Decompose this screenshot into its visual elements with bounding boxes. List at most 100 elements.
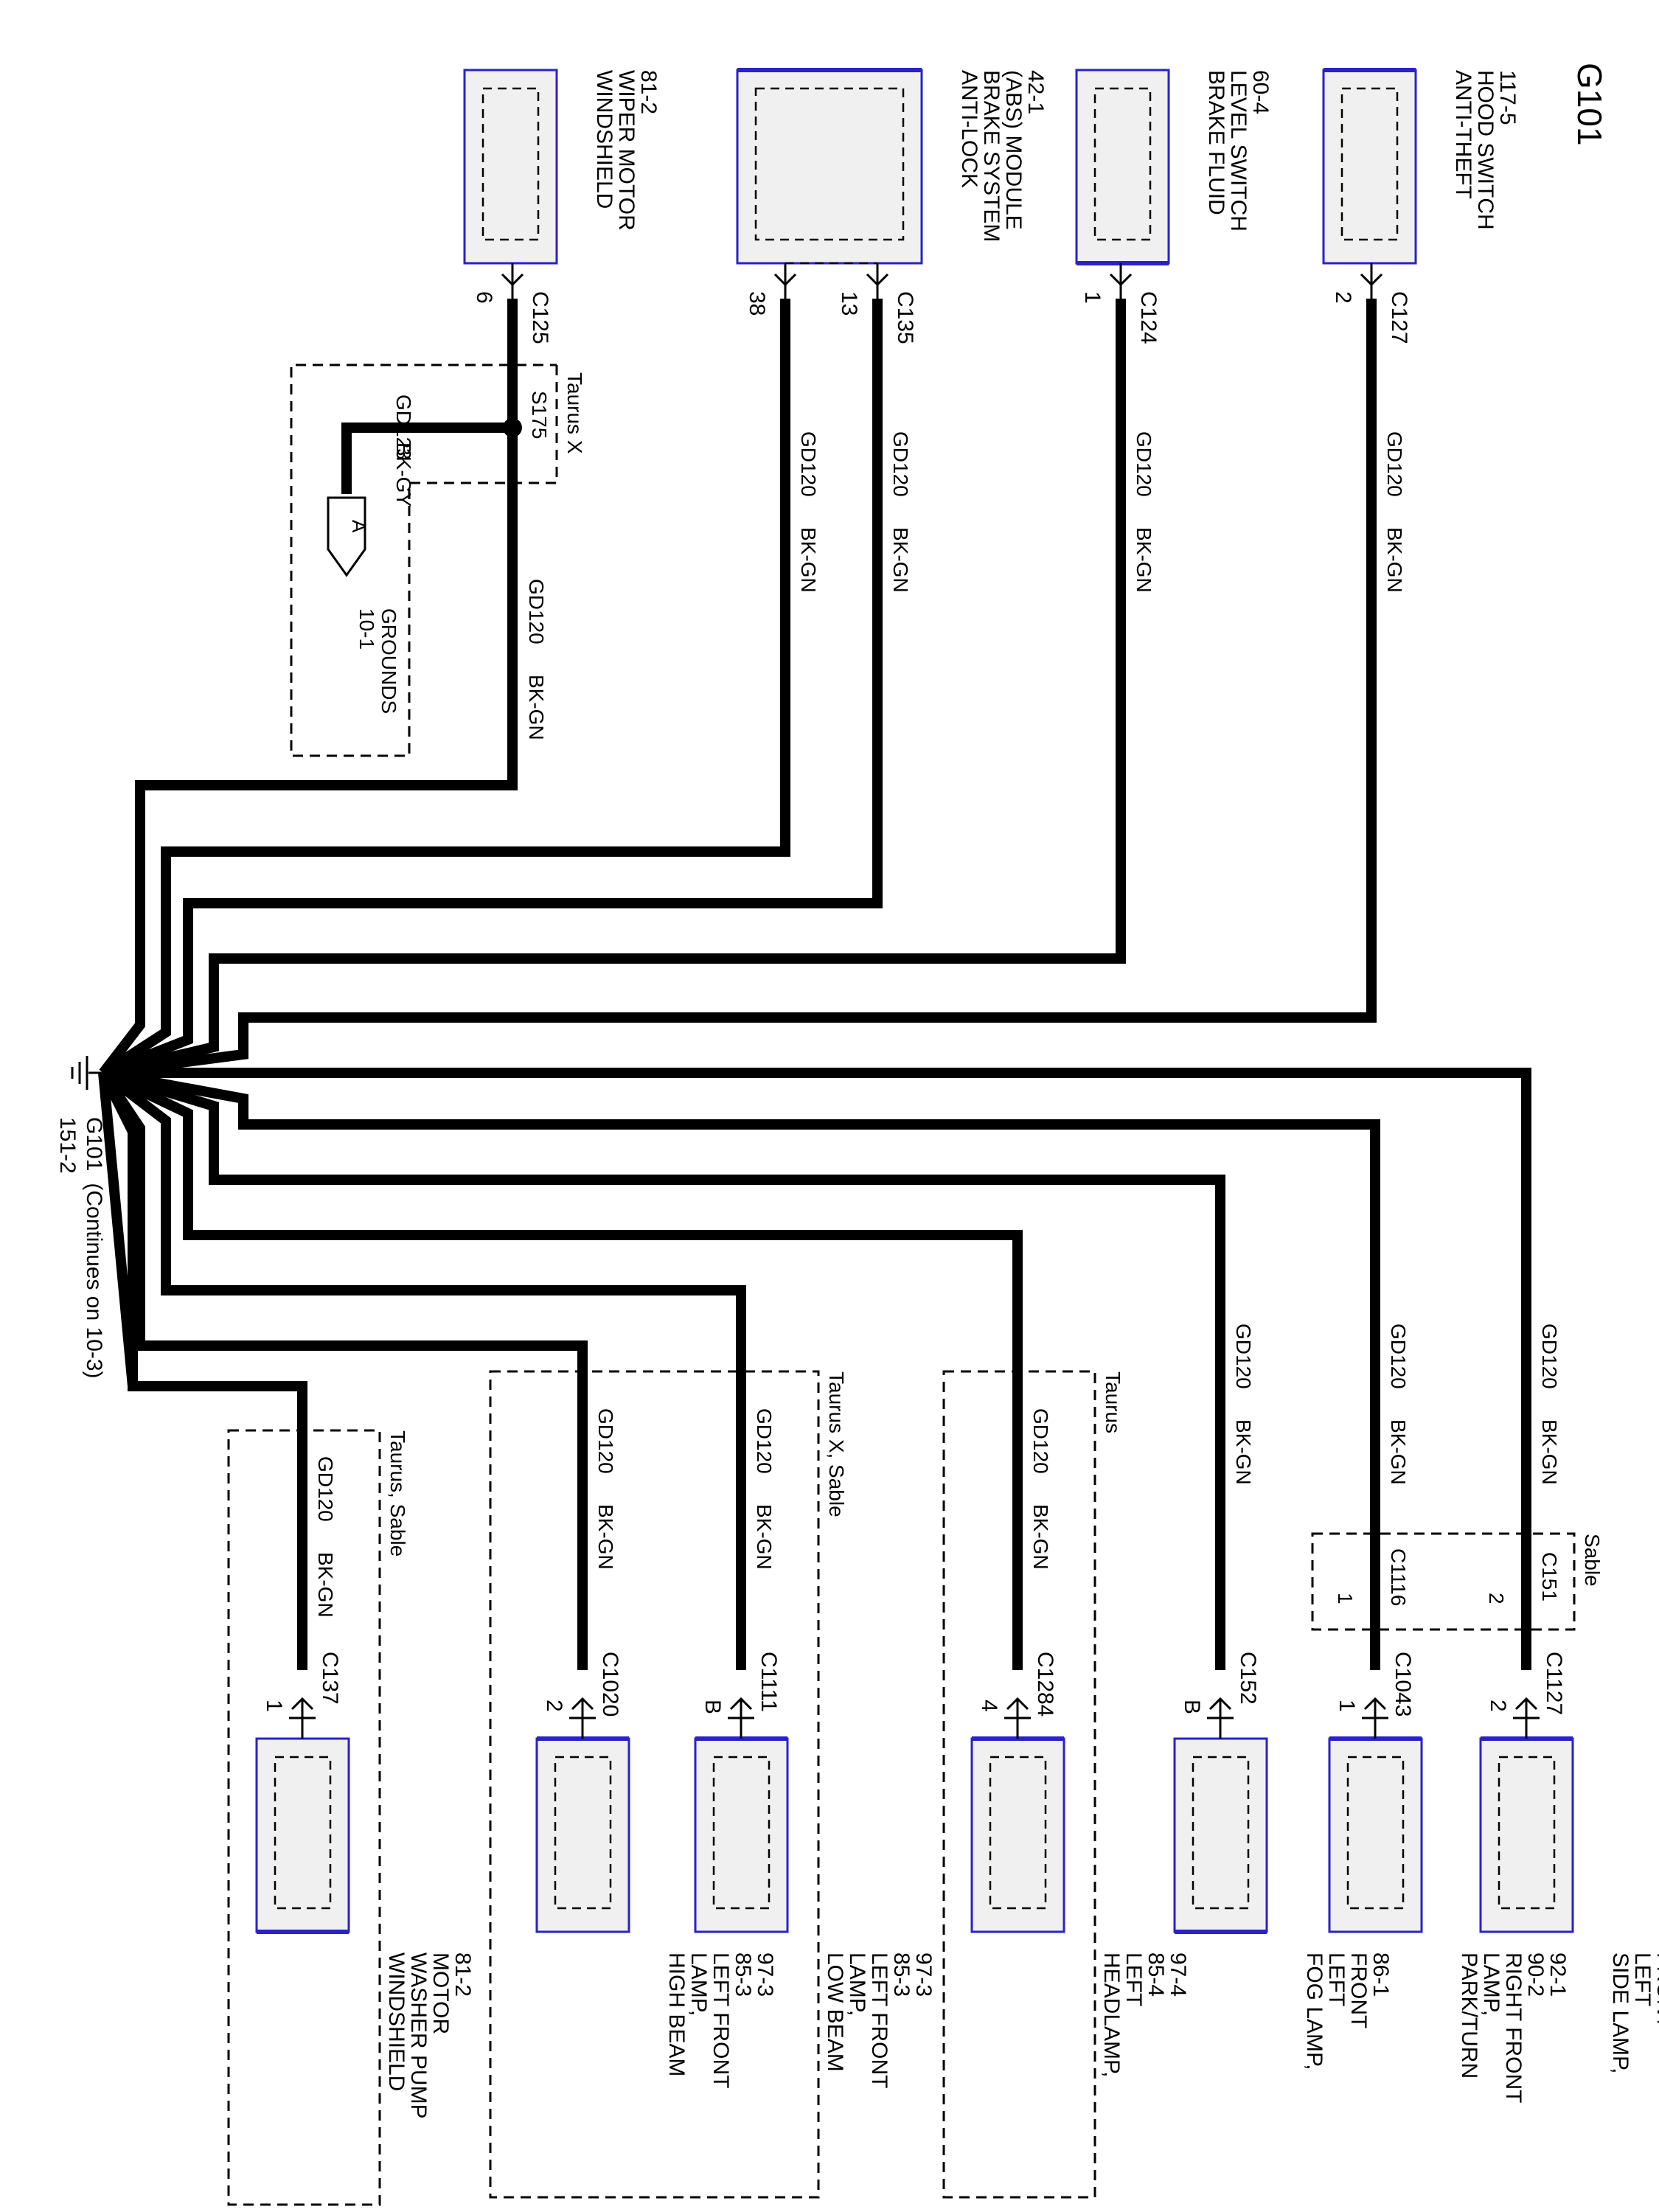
component-label-line: LEFT FRONT [867, 1952, 891, 2088]
splice-id: S175 [528, 391, 551, 439]
component-label-line: 85-4 [1144, 1952, 1168, 1997]
pin-label: 13 [837, 291, 861, 316]
pin-label: 1 [1080, 291, 1105, 304]
pin-label: 6 [472, 291, 496, 304]
grounds-connector: A [348, 520, 370, 533]
svg-text:ANTI-LOCK BRAKE SYSTEM: ANTI-LOCK BRAKE SYSTEM (ABS) MODULE 42-1 [957, 70, 1048, 248]
wire-side-lamp [103, 1068, 1531, 1670]
bottom-wire-labels: GD120 BK-GN GD120 BK-GN GD120 BK-GN GD12… [314, 1324, 1561, 1618]
component-label: HIGH BEAMLAMP,LEFT FRONT85-397-3 [664, 1952, 777, 2088]
component-label-line: RIGHT FRONT [1501, 1952, 1526, 2103]
grounds-label: GROUNDS [378, 608, 400, 714]
component-label-line: LAMP, [1479, 1952, 1503, 2016]
component-label-line: LEFT [1630, 1952, 1655, 2006]
wire-color: BK-GN [797, 527, 820, 593]
wire-circuit: GD120 [753, 1408, 776, 1474]
pin-label: 38 [745, 291, 769, 316]
option-boxes: Sable Taurus Taurus X, Sable Taurus, Sab… [227, 1370, 1604, 2206]
component-label-line: WASHER PUMP [406, 1952, 431, 2119]
splice-wire-circuit: GD123 [392, 394, 415, 460]
svg-text:WINDSHIELD WIPER MOTOR: WINDSHIELD WIPER MOTOR 81-2 [592, 70, 661, 237]
component-label: LOW BEAMLAMP,LEFT FRONT85-397-3 [823, 1952, 936, 2088]
component-label-line: 97-3 [753, 1952, 777, 1997]
component-label-line: 86-1 [1368, 1952, 1393, 1997]
component-ref: 42-1 [1023, 70, 1048, 114]
component-label: WIPER MOTOR [614, 70, 639, 231]
component-label-line: FRONT [1652, 1952, 1659, 2028]
wire-color: BK-GN [889, 527, 912, 593]
page-title: G101 [1571, 63, 1609, 146]
component-label-line: HIGH BEAM [664, 1952, 689, 2076]
connector-label: C1111 [757, 1652, 781, 1712]
component-label-line: LEFT FRONT [709, 1952, 733, 2088]
connector-c151: C151 [1538, 1552, 1561, 1601]
wire-circuit: GD120 [797, 431, 820, 497]
wire-color: BK-GN [1387, 1419, 1410, 1485]
splice-s175: Taurus X S175 GD123 BK-GY A GROUNDS 10-1 [290, 364, 586, 757]
wire-wiper [99, 299, 518, 1077]
top-wire-labels: GD120 BK-GN GD120 BK-GN GD120 BK-GN GD12… [525, 431, 1406, 740]
connector-c1116: C1116 [1387, 1548, 1410, 1606]
component-ref: 81-2 [636, 70, 661, 114]
component-label-line: 81-2 [451, 1952, 475, 1997]
splice-wire-color: BK-GY [392, 442, 415, 507]
wire-circuit: GD120 [889, 431, 912, 497]
connector-label: C125 [528, 291, 552, 344]
wire-hood-switch [102, 299, 1377, 1078]
component-label-line: HEADLAMP, [1099, 1952, 1124, 2078]
wire-color: BK-GN [314, 1552, 337, 1618]
pin-label: 2 [1486, 1700, 1510, 1712]
connector-label: C124 [1136, 291, 1161, 344]
component-label-line: FOG LAMP, [1302, 1952, 1326, 2070]
component-label: HOOD SWITCH [1473, 70, 1498, 230]
wire-fog-lamp [101, 1068, 1225, 1670]
wire-washer-pump-run [98, 1070, 307, 1670]
component-label: WINDSHIELDWASHER PUMPMOTOR81-2 [384, 1952, 475, 2119]
component-label: LEVEL SWITCH [1226, 70, 1251, 232]
sable-inline-connectors: C151 2 C1116 1 [1334, 1548, 1561, 1606]
wire-circuit: GD120 [1383, 431, 1406, 497]
component-label: BRAKE SYSTEM [979, 70, 1004, 242]
pin-label: 1 [1335, 1700, 1359, 1712]
option-note-taurus: Taurus [1102, 1371, 1124, 1433]
component-wiper-motor: WINDSHIELD WIPER MOTOR 81-2 C125 6 [463, 69, 661, 344]
wire-color: BK-GN [1383, 527, 1406, 593]
connector-label: C1020 [598, 1652, 622, 1717]
connector-label: C1127 [1542, 1652, 1566, 1715]
component-hood-switch: ANTI-THEFT HOOD SWITCH 117-5 C127 2 [1322, 68, 1520, 344]
component-label: SIDE LAMP,LEFTFRONT92-1 [1608, 1952, 1659, 2074]
connector-label: C127 [1387, 291, 1411, 344]
component-label-line: 97-3 [911, 1952, 936, 1997]
component-label-line: LAMP, [845, 1952, 869, 2016]
svg-text:BRAKE FLUID LEVEL SWITCH: BRAKE FLUID LEVEL SWITCH 60-4 [1204, 70, 1273, 237]
component-label-line: LOW BEAM [823, 1952, 847, 2072]
wire-headlamp [100, 1068, 1023, 1670]
wire-color: BK-GN [1538, 1419, 1561, 1485]
component-abs-module: ANTI-LOCK BRAKE SYSTEM (ABS) MODULE 42-1… [736, 68, 1048, 344]
wire-harness [98, 299, 1531, 1670]
component-label: PARK/TURNLAMP,RIGHT FRONT90-292-1 [1457, 1952, 1570, 2103]
wire-brake-fluid [102, 299, 1126, 1078]
wire-circuit: GD120 [525, 579, 548, 644]
pin-label: B [1180, 1700, 1204, 1714]
component-ref: 117-5 [1495, 70, 1520, 125]
component-label: ANTI-LOCK [957, 70, 981, 188]
option-note-taurus-x-sable: Taurus X, Sable [825, 1371, 848, 1517]
splice-note: Taurus X [563, 372, 586, 454]
component-label: (ABS) MODULE [1001, 70, 1026, 230]
wire-circuit: GD120 [1232, 1324, 1255, 1389]
svg-text:ANTI-THEFT HOOD SWITCH: ANTI-THEFT HOOD SWITCH 117-5 [1451, 70, 1520, 236]
option-note-sable: Sable [1581, 1534, 1604, 1587]
wire-color: BK-GN [525, 675, 548, 740]
component-label-line: PARK/TURN [1457, 1952, 1481, 2079]
pin-c1116: 1 [1334, 1593, 1357, 1604]
pin-label: 2 [542, 1700, 566, 1712]
wire-circuit: GD120 [1133, 431, 1155, 497]
component-label-line: 97-4 [1166, 1952, 1190, 1997]
